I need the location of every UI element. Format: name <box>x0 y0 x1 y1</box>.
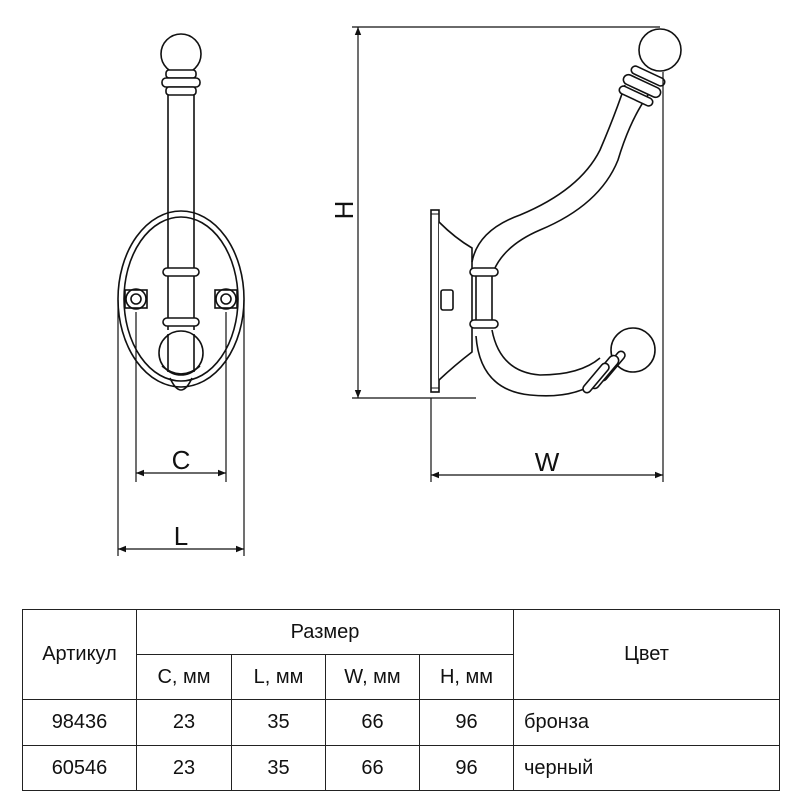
screw-hole-right <box>214 288 238 310</box>
cell-article: 98436 <box>22 699 137 746</box>
side-view <box>430 28 682 397</box>
table-row: 98436 23 35 66 96 бронза <box>22 699 780 746</box>
cell-w: 66 <box>325 699 420 746</box>
header-row: Артикул Размер Цвет <box>22 609 780 700</box>
lower-knob <box>158 330 204 376</box>
cell-color: черный <box>513 745 780 791</box>
header-article: Артикул <box>22 609 137 700</box>
header-h: H, мм <box>419 654 514 700</box>
header-w: W, мм <box>325 654 420 700</box>
header-l: L, мм <box>231 654 326 700</box>
cell-h: 96 <box>419 745 514 791</box>
dim-label-c: C <box>172 445 191 475</box>
cell-h: 96 <box>419 699 514 746</box>
cell-c: 23 <box>136 699 232 746</box>
header-size: Размер <box>136 609 514 655</box>
cell-c: 23 <box>136 745 232 791</box>
spec-table: Артикул Размер Цвет C, мм L, мм W, мм H,… <box>22 609 780 791</box>
cell-article: 60546 <box>22 745 137 791</box>
upper-knob <box>638 28 682 72</box>
header-color: Цвет <box>513 609 780 700</box>
table-row: 60546 23 35 66 96 черный <box>22 745 780 791</box>
front-view <box>117 33 245 391</box>
side-dimensions <box>352 26 664 482</box>
cell-l: 35 <box>231 745 326 791</box>
mounting-plate <box>430 209 440 393</box>
hook-stem <box>167 92 195 330</box>
dim-label-w: W <box>535 447 560 477</box>
cell-color: бронза <box>513 699 780 746</box>
oval-base-plate <box>117 210 245 388</box>
cell-w: 66 <box>325 745 420 791</box>
front-dimensions <box>117 300 245 556</box>
technical-drawing: C L <box>117 26 682 556</box>
dim-label-l: L <box>174 521 188 551</box>
top-knob <box>160 33 202 75</box>
upper-arm <box>471 84 626 263</box>
header-c: C, мм <box>136 654 232 700</box>
screw-hole-left <box>124 288 148 310</box>
subheader-row: C, мм L, мм W, мм H, мм <box>23 654 780 700</box>
dim-label-h: H <box>329 201 359 220</box>
cell-l: 35 <box>231 699 326 746</box>
